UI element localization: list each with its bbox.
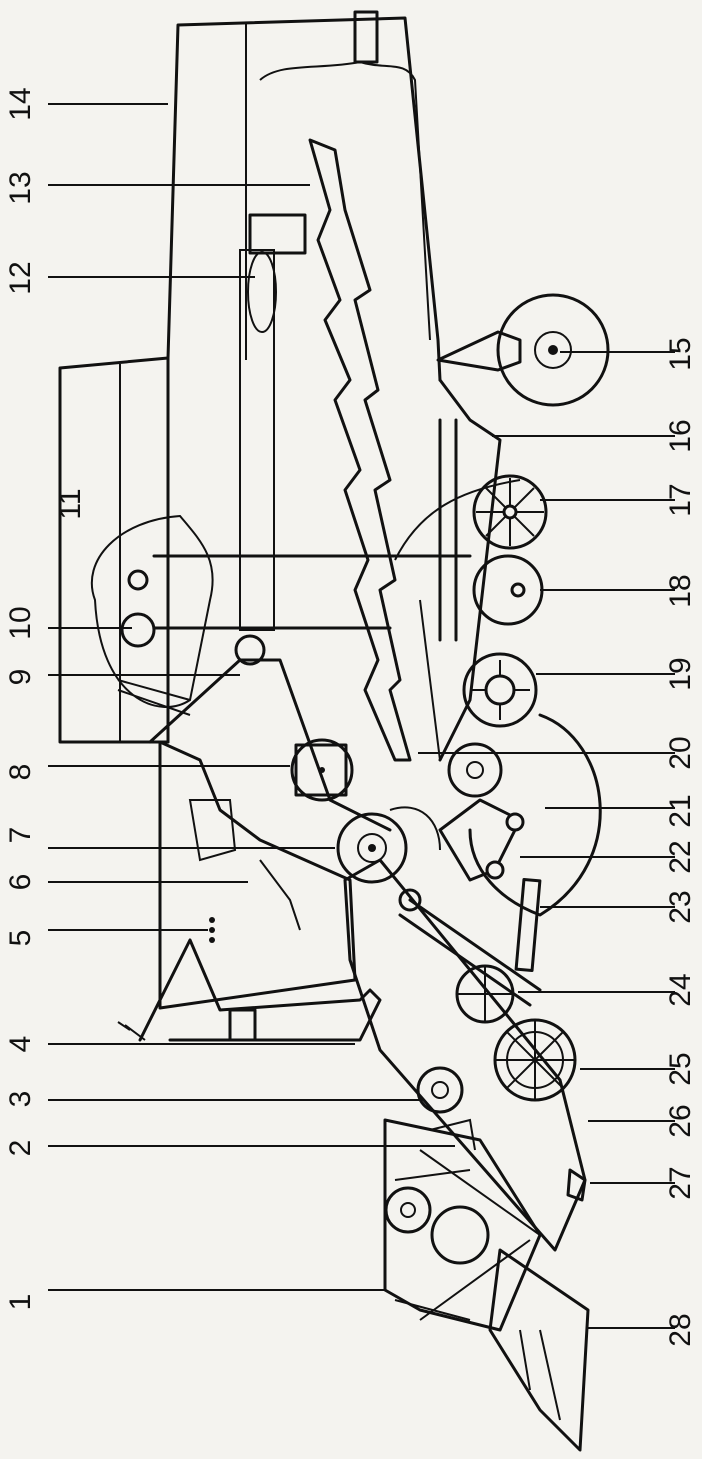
fan-17-hub — [502, 504, 518, 520]
label-13: 13 — [4, 171, 37, 204]
reel-hub-large — [430, 1205, 490, 1265]
part-12 — [247, 251, 277, 333]
pulley-18-hub — [510, 582, 526, 598]
wheel-25-spokes — [495, 1020, 575, 1100]
pulley-18 — [472, 554, 544, 626]
auger-tube — [117, 679, 191, 716]
label-12: 12 — [4, 261, 37, 294]
label-7: 7 — [4, 827, 37, 844]
cab-outline — [158, 740, 357, 1010]
cab-roof-box — [228, 1008, 257, 1042]
pulley-3-hub — [431, 1081, 449, 1099]
straw-walker — [308, 138, 412, 762]
left-labels: 1 2 3 4 5 6 7 8 9 10 11 12 13 14 — [4, 87, 87, 1310]
drive-wheel — [468, 713, 602, 917]
beater-box-8 — [294, 743, 348, 797]
feeder-chain-bottom — [398, 913, 532, 1007]
pulley-19 — [462, 652, 538, 728]
cutterbar-2 — [429, 1118, 476, 1151]
label-24: 24 — [664, 973, 697, 1006]
header-frame — [383, 1118, 542, 1332]
rear-wheel-hub-15 — [534, 331, 572, 369]
beater-8 — [290, 738, 354, 802]
feeder-house — [343, 858, 587, 1252]
pulley-19-hub — [484, 674, 516, 706]
control-knob-1 — [209, 917, 215, 923]
pulley-18-arc — [394, 479, 521, 561]
reel-hub-small-inner — [400, 1202, 416, 1218]
control-knob-3 — [209, 937, 215, 943]
pulley-21-hub — [466, 761, 484, 779]
rear-axle-bracket — [436, 330, 522, 372]
control-knob-2 — [209, 927, 215, 933]
mid-body-lower — [148, 658, 392, 832]
reel-hub-small — [384, 1186, 432, 1234]
label-8: 8 — [4, 764, 37, 781]
elevator-pulley-top — [127, 569, 149, 591]
concave-20 — [389, 806, 441, 851]
label-6: 6 — [4, 874, 37, 891]
operator-seat — [188, 799, 237, 862]
wheel-24-spokes — [457, 966, 513, 1022]
harvester-body — [58, 10, 610, 1452]
label-3: 3 — [4, 1091, 37, 1108]
elevator-pulley-10 — [120, 612, 156, 648]
linkage-22-pin2 — [485, 860, 505, 880]
leader-lines — [48, 103, 675, 1329]
internal-duct — [239, 249, 275, 631]
label-2: 2 — [4, 1140, 37, 1157]
threshing-drum-7-inner — [357, 833, 387, 863]
label-9: 9 — [4, 669, 37, 686]
feeder-chain-top — [408, 898, 542, 992]
cleaning-shoe — [438, 378, 502, 762]
pulley-3 — [416, 1066, 464, 1114]
fan-17 — [472, 474, 548, 550]
crop-divider-tip — [519, 1329, 561, 1421]
threshing-drum-7-hub — [368, 844, 376, 852]
steering-column — [259, 859, 301, 931]
duct-cap — [248, 213, 307, 255]
reel-spokes — [394, 1149, 541, 1321]
hydraulic-ram-23 — [514, 877, 542, 973]
auger-pulley-9 — [234, 634, 266, 666]
label-5: 5 — [4, 930, 37, 947]
pulley-21 — [447, 742, 503, 798]
elevator-blob — [90, 514, 214, 708]
upper-body-outline — [166, 16, 442, 744]
skid-27 — [566, 1168, 587, 1202]
threshing-drum-7 — [336, 812, 408, 884]
rear-wheel-15 — [496, 293, 610, 407]
label-21: 21 — [664, 794, 697, 827]
grain-tank-outline — [58, 356, 170, 744]
label-1: 1 — [4, 1294, 37, 1311]
label-28: 28 — [664, 1313, 697, 1346]
right-labels: 15 16 17 18 19 20 21 22 23 24 25 26 27 2… — [664, 337, 697, 1346]
label-15: 15 — [664, 337, 697, 370]
label-4: 4 — [4, 1036, 37, 1053]
linkage-22-pin — [505, 812, 525, 832]
sieve-3 — [419, 599, 441, 761]
feeder-sprocket-top — [398, 888, 422, 912]
rear-wheel-axle-15 — [548, 345, 558, 355]
beater-8-hub — [319, 767, 325, 773]
cab-frame — [138, 938, 382, 1042]
label-14: 14 — [4, 87, 37, 120]
label-10: 10 — [4, 606, 37, 639]
crop-divider-28 — [488, 1248, 590, 1452]
mirror — [117, 1021, 146, 1041]
top-box — [353, 10, 379, 64]
